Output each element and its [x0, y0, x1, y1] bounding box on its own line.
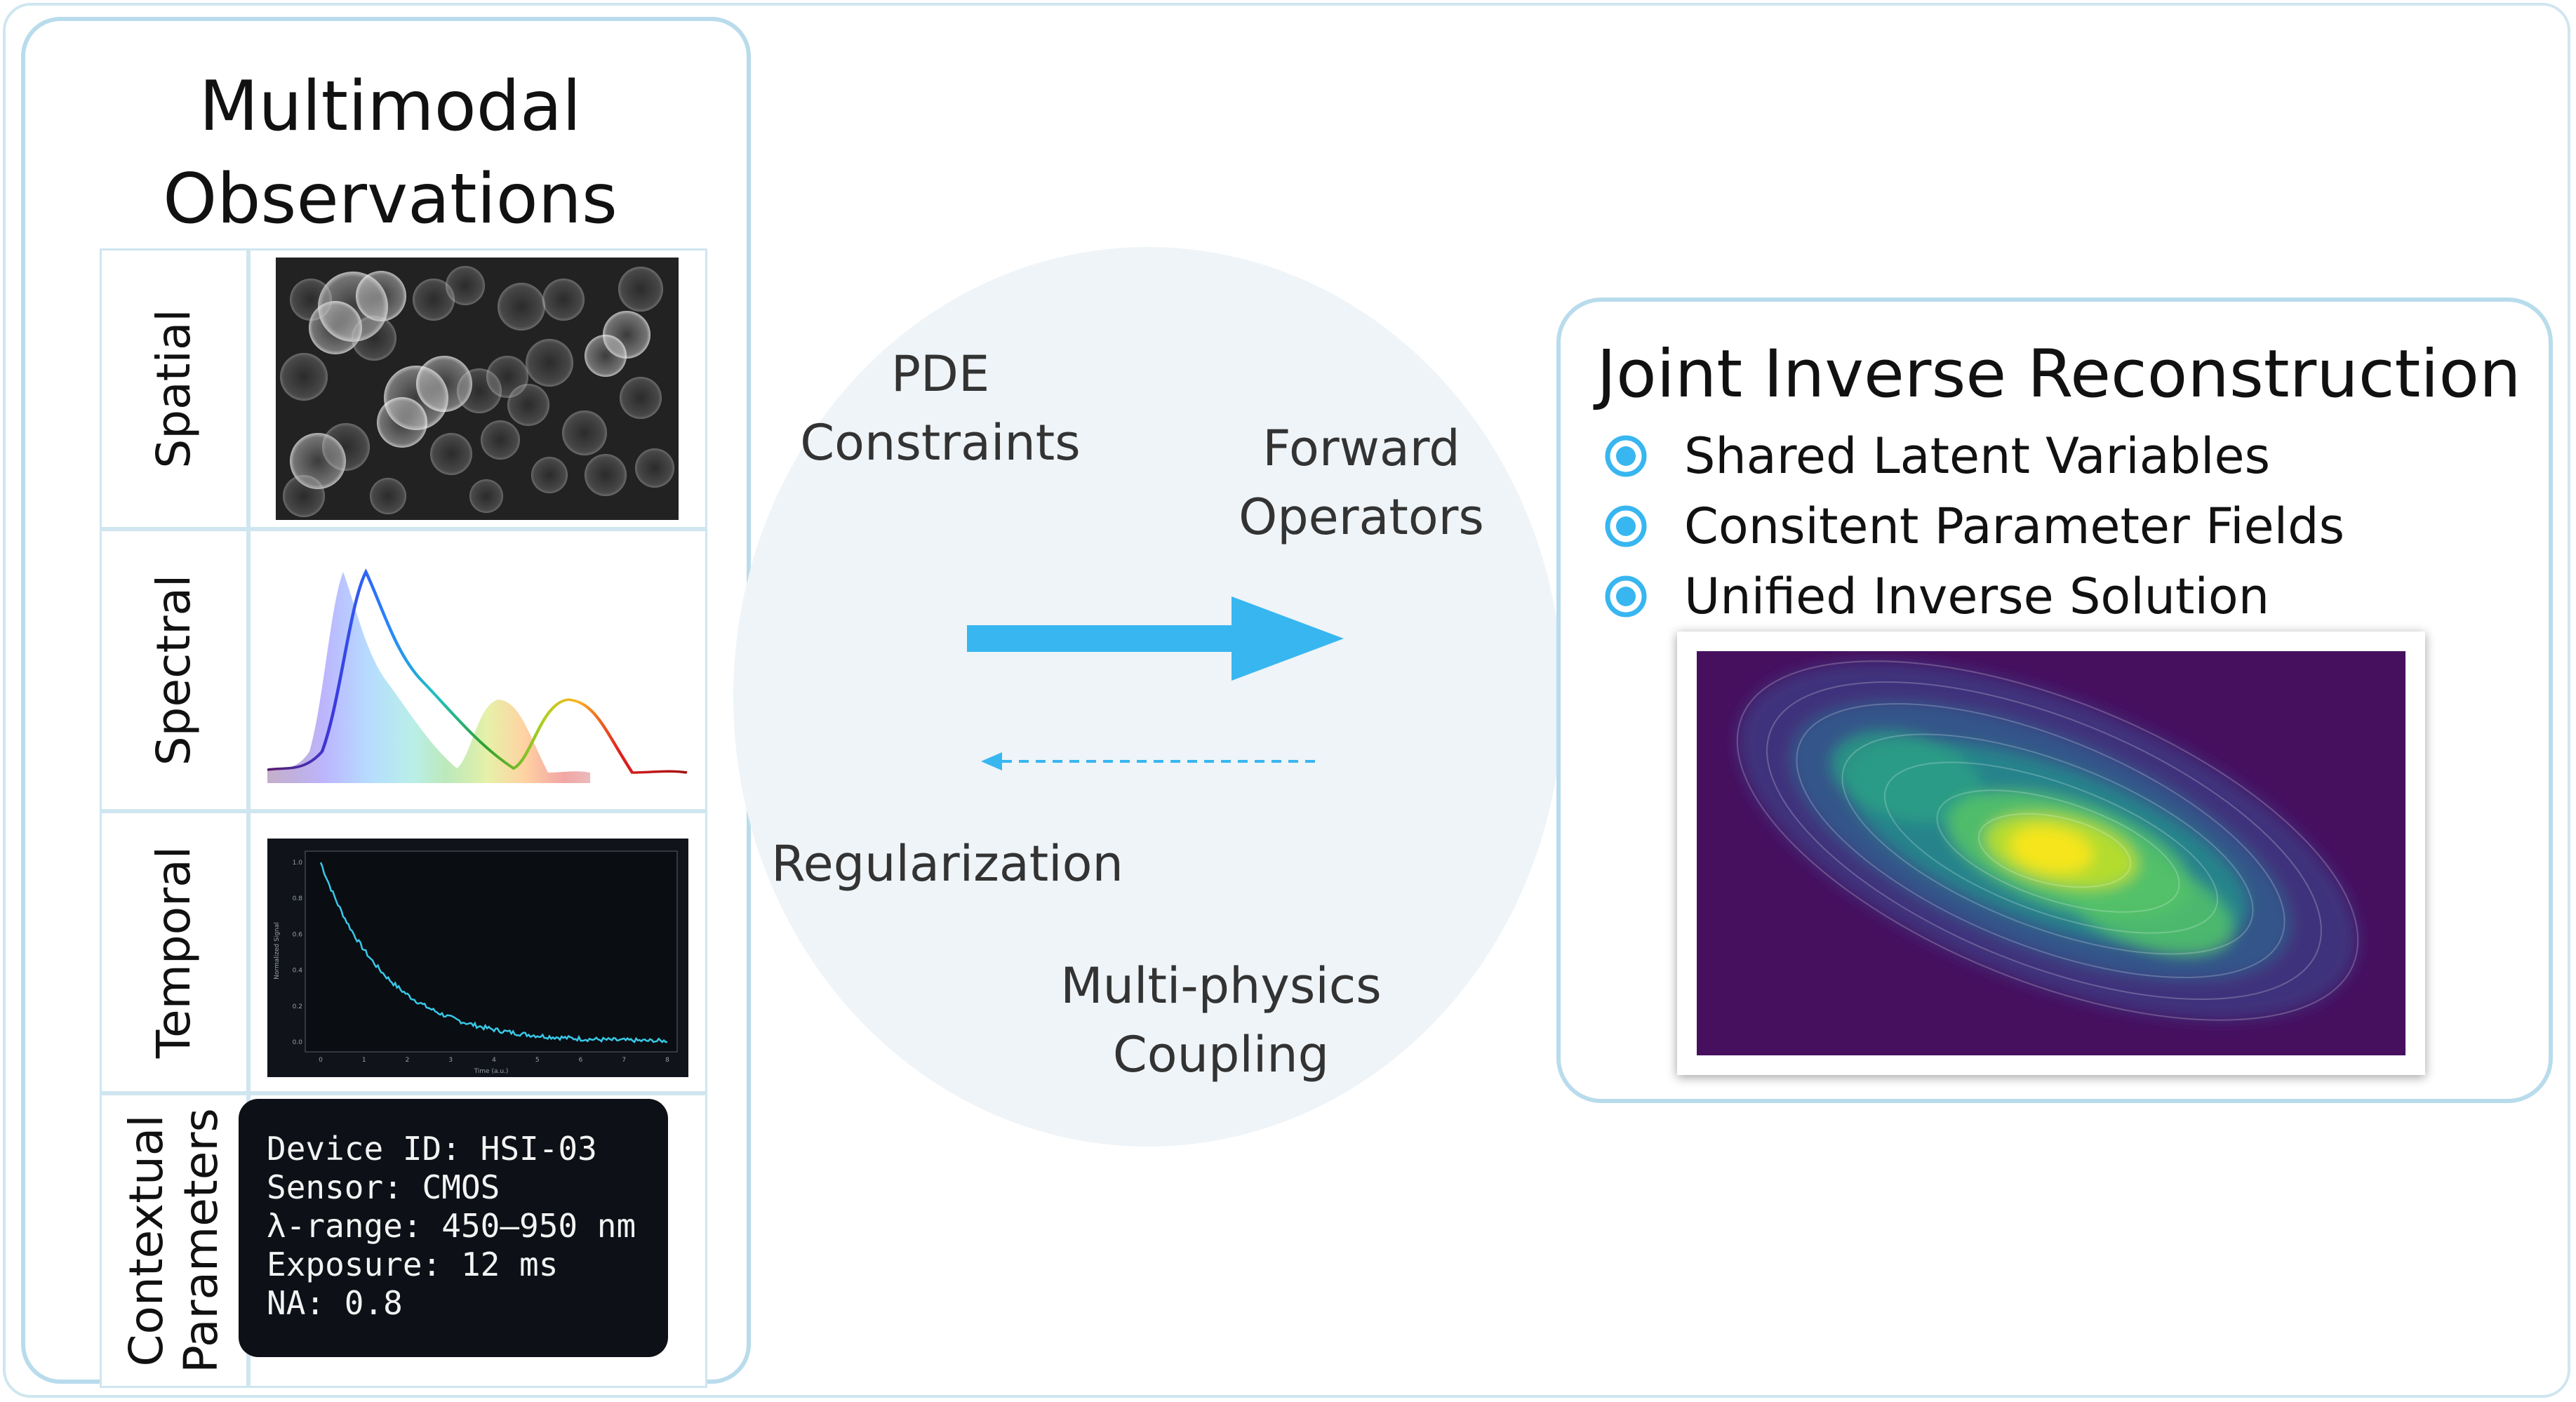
forward-line-2: Operators [1239, 488, 1484, 546]
spectral-image-cell [248, 529, 707, 811]
x-tick-label: 6 [579, 1057, 583, 1064]
temporal-label: Temporal [147, 846, 201, 1059]
context-line-sensor: Sensor: CMOS [267, 1168, 500, 1206]
contextual-label-line-2: Parameters [174, 1108, 228, 1373]
y-tick-label: 0.8 [293, 895, 303, 902]
temporal-decay-line [319, 862, 667, 1043]
reconstruction-heatmap [1697, 651, 2405, 1055]
forward-line-1: Forward [1262, 420, 1460, 477]
y-tick-label: 1.0 [293, 860, 303, 867]
x-tick-label: 2 [406, 1057, 410, 1064]
regularization-label: Regularization [771, 835, 1123, 893]
contextual-label: Contextual Parameters [119, 1108, 229, 1373]
outer-frame [3, 3, 2570, 1398]
radio-bullet-icon [1605, 505, 1647, 547]
title-line-2: Observations [163, 159, 618, 239]
temporal-ylabel: Normalized Signal [274, 922, 281, 980]
spectral-label: Spectral [147, 574, 201, 766]
temporal-decay-plot: Normalized Signal Time (a.u.) 1.0 0.8 0.6 0… [267, 839, 688, 1077]
title-line-1: Multimodal [199, 67, 582, 147]
y-tick-label: 0.2 [293, 1003, 302, 1010]
spatial-microscopy-image [276, 258, 679, 520]
x-tick-label: 8 [665, 1057, 669, 1064]
y-tick-label: 0.6 [293, 931, 303, 938]
spectral-label-cell: Spectral [100, 529, 248, 811]
bullet-text: Consitent Parameter Fields [1684, 498, 2345, 555]
context-line-device: Device ID: HSI-03 [267, 1130, 597, 1168]
contextual-label-line-1: Contextual [119, 1114, 173, 1367]
multiphysics-line-1: Multi-physics [1060, 957, 1382, 1015]
pde-line-2: Constraints [800, 414, 1081, 472]
spatial-label: Spatial [147, 309, 201, 469]
context-line-na: NA: 0.8 [267, 1284, 403, 1322]
spectral-curve-plot [267, 568, 688, 783]
cells [280, 266, 674, 517]
x-tick-label: 3 [448, 1057, 453, 1064]
bullet-text: Shared Latent Variables [1684, 427, 2271, 485]
contextual-parameters-box: Device ID: HSI-03 Sensor: CMOS λ-range: … [239, 1099, 668, 1357]
context-line-range: λ-range: 450–950 nm [267, 1207, 636, 1245]
forward-arrow [967, 596, 1344, 681]
contextual-label-cell: Contextual Parameters [100, 1093, 248, 1388]
forward-operators-label: Forward Operators [1221, 414, 1502, 552]
bullet-item: Consitent Parameter Fields [1604, 491, 2344, 561]
pde-constraints-label: PDE Constraints [800, 340, 1081, 477]
panel-title: Joint Inverse Reconstruction [1596, 336, 2521, 413]
pde-line-1: PDE [890, 345, 990, 403]
x-tick-label: 4 [492, 1057, 496, 1064]
x-tick-label: 7 [622, 1057, 626, 1064]
multiphysics-coupling-label: Multi-physics Coupling [1039, 952, 1403, 1089]
temporal-label-cell: Temporal [100, 811, 248, 1093]
x-tick-label: 0 [319, 1057, 323, 1064]
panel-title: Multimodal Observations [25, 60, 755, 246]
radio-bullet-icon [1605, 435, 1647, 477]
temporal-image-cell: Normalized Signal Time (a.u.) 1.0 0.8 0.6 0… [248, 811, 707, 1093]
multiphysics-line-2: Coupling [1112, 1026, 1330, 1083]
y-tick-label: 0.0 [293, 1039, 303, 1046]
bullet-item: Shared Latent Variables [1604, 421, 2270, 491]
spectral-line [267, 568, 688, 774]
spatial-label-cell: Spatial [100, 248, 248, 529]
context-line-exposure: Exposure: 12 ms [267, 1246, 559, 1283]
x-tick-label: 1 [362, 1057, 366, 1064]
bullet-text: Unified Inverse Solution [1684, 568, 2270, 625]
reconstruction-heatmap-frame [1677, 632, 2425, 1075]
middle-background-circle [733, 247, 1563, 1147]
temporal-xlabel: Time (a.u.) [474, 1068, 509, 1075]
radio-bullet-icon [1605, 575, 1647, 617]
y-tick-label: 0.4 [293, 968, 303, 975]
bullet-item: Unified Inverse Solution [1604, 561, 2269, 632]
feedback-dashed-arrow [981, 752, 1321, 770]
spatial-image-cell [248, 248, 707, 529]
x-tick-label: 5 [535, 1057, 540, 1064]
